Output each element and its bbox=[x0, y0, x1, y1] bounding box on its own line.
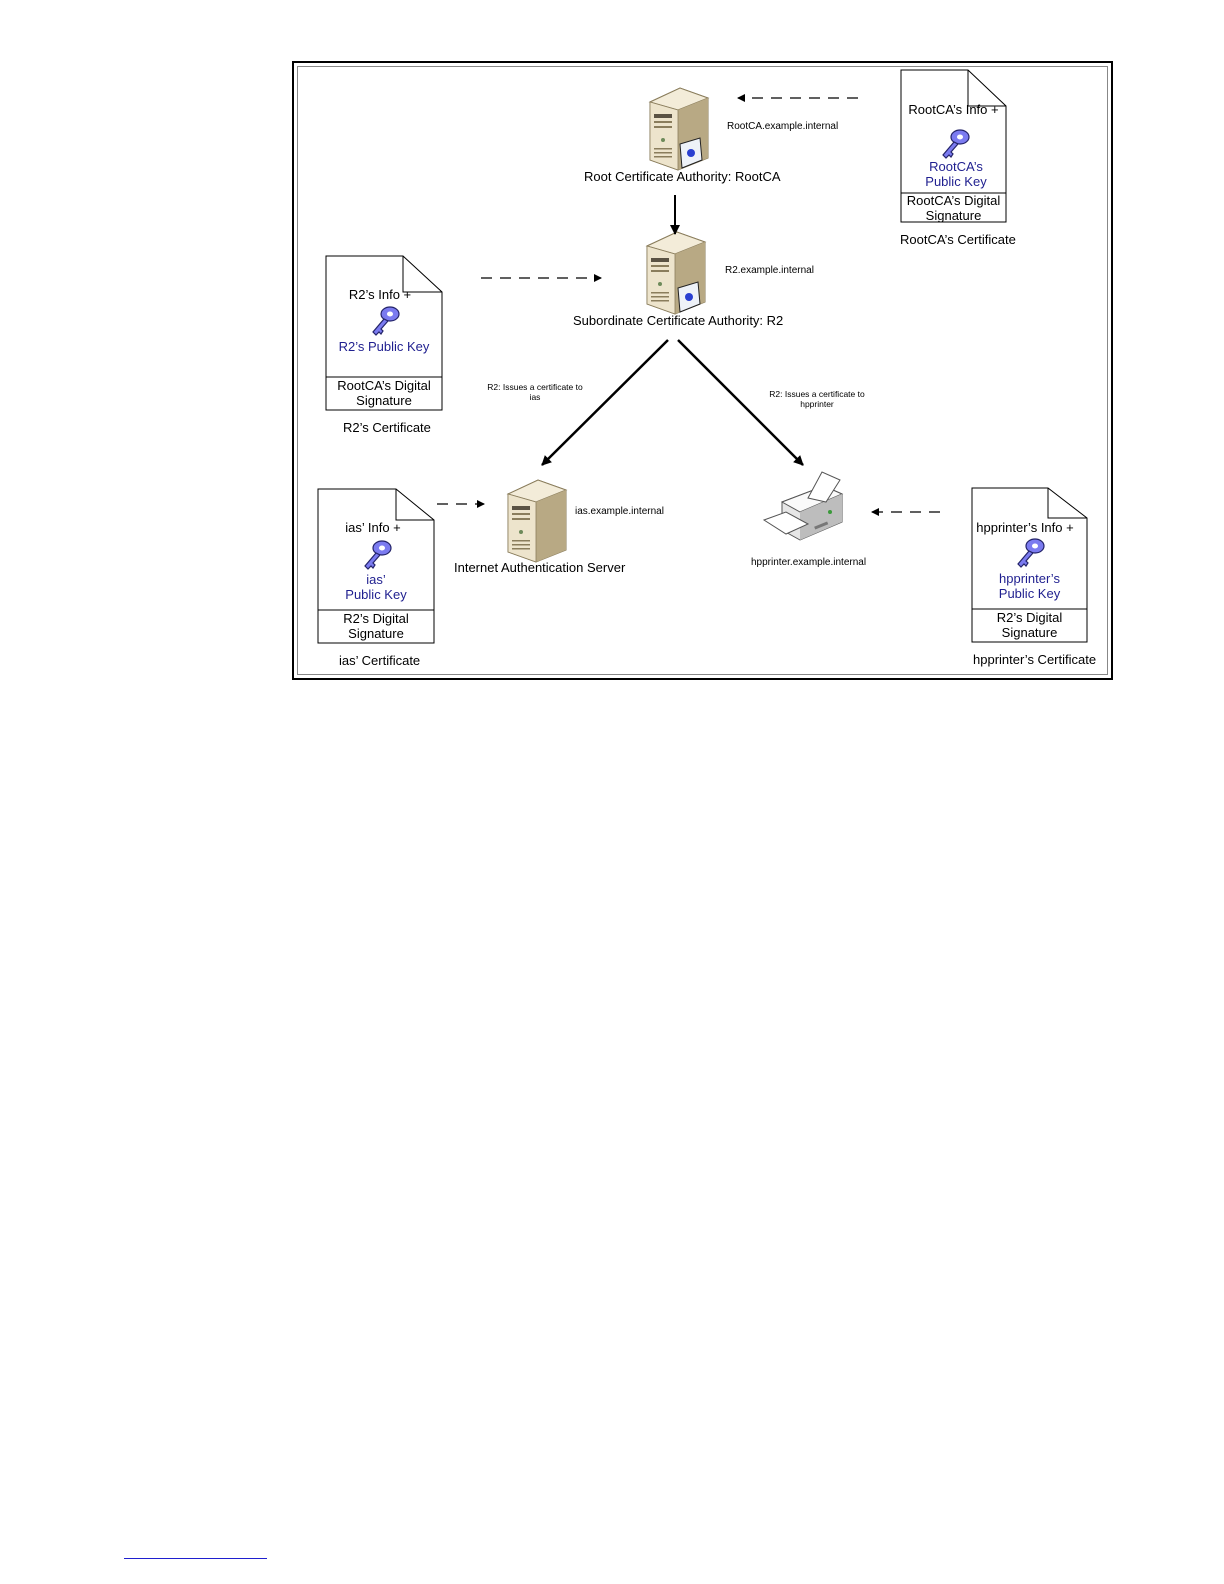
ias-cert-info: ias’ Info + bbox=[345, 520, 401, 535]
r2-certificate-document-icon bbox=[325, 255, 443, 411]
sub-to-printer-arrow bbox=[677, 339, 804, 466]
printer-cert-key-line2: Public Key bbox=[998, 586, 1061, 601]
sub-ca-hostname: R2.example.internal bbox=[725, 265, 814, 276]
printer-cert-sig-line1: R2’s Digital bbox=[996, 610, 1063, 625]
ias-caption: Internet Authentication Server bbox=[454, 560, 626, 575]
root-ca-cert-signature: RootCA’s Digital Signature bbox=[901, 193, 1006, 223]
sub-ca-caption: Subordinate Certificate Authority: R2 bbox=[573, 313, 784, 328]
printer-cert-sig-line2: Signature bbox=[1001, 625, 1058, 640]
printer-icon bbox=[763, 471, 843, 541]
root-ca-cert-key-line2: Public Key bbox=[925, 174, 987, 189]
r2-cert-signature: RootCA’s Digital Signature bbox=[326, 378, 442, 408]
ias-cert-key-line2: Public Key bbox=[345, 587, 407, 602]
root-ca-cert-key-label: RootCA’s Public Key bbox=[901, 159, 1011, 189]
printer-cert-info: hpprinter’s Info + bbox=[976, 520, 1074, 535]
r2-cert-key-label: R2’s Public Key bbox=[326, 339, 442, 354]
issue-printer-label-line1: R2: Issues a certificate to bbox=[769, 389, 865, 399]
printer-certificate-document-icon bbox=[971, 487, 1088, 643]
certificate-badge-icon bbox=[677, 281, 701, 313]
root-ca-server-icon bbox=[649, 87, 709, 171]
r2-cert-key-line1: R2’s Public Key bbox=[338, 339, 430, 354]
issue-printer-label-line2: hpprinter bbox=[800, 399, 834, 409]
ias-server-icon bbox=[507, 479, 567, 563]
ias-hostname: ias.example.internal bbox=[575, 506, 664, 517]
r2-cert-sig-line2: Signature bbox=[356, 393, 412, 408]
printer-cert-key-line1: hpprinter’s bbox=[999, 571, 1060, 586]
root-ca-hostname: RootCA.example.internal bbox=[727, 121, 839, 132]
issue-ias-label: R2: Issues a certificate to ias bbox=[475, 382, 595, 402]
issue-printer-label: R2: Issues a certificate to hpprinter bbox=[757, 389, 877, 409]
sub-ca-server-icon bbox=[646, 231, 706, 315]
printer-hostname: hpprinter.example.internal bbox=[751, 557, 867, 568]
printer-cert-key-label: hpprinter’s Public Key bbox=[972, 571, 1087, 601]
ias-cert-signature: R2’s Digital Signature bbox=[318, 611, 434, 641]
sub-to-ias-arrow bbox=[541, 339, 669, 466]
root-ca-cert-key-line1: RootCA’s bbox=[929, 159, 983, 174]
root-ca-cert-sig-line1: RootCA’s Digital bbox=[906, 193, 1001, 208]
root-ca-certificate-document-icon bbox=[900, 69, 1007, 223]
root-ca-cert-info: RootCA’s Info + bbox=[908, 102, 999, 117]
issue-ias-label-line2: ias bbox=[529, 392, 541, 402]
issue-ias-label-line1: R2: Issues a certificate to bbox=[487, 382, 583, 392]
r2-cert-caption: R2’s Certificate bbox=[343, 420, 431, 435]
r2-cert-info: R2’s Info + bbox=[348, 287, 412, 302]
ias-cert-caption: ias’ Certificate bbox=[339, 653, 421, 668]
ias-cert-key-line1: ias’ bbox=[366, 572, 386, 587]
printer-cert-caption: hpprinter’s Certificate bbox=[973, 652, 1097, 667]
root-ca-cert-sig-line2: Signature bbox=[925, 208, 982, 223]
ias-cert-key-label: ias’ Public Key bbox=[318, 572, 434, 602]
root-ca-cert-caption: RootCA’s Certificate bbox=[900, 232, 1016, 247]
printer-cert-signature: R2’s Digital Signature bbox=[972, 610, 1087, 640]
ias-cert-sig-line1: R2’s Digital bbox=[343, 611, 409, 626]
r2-cert-sig-line1: RootCA’s Digital bbox=[337, 378, 431, 393]
ias-cert-sig-line2: Signature bbox=[348, 626, 404, 641]
root-ca-caption: Root Certificate Authority: RootCA bbox=[584, 169, 781, 184]
ias-certificate-document-icon bbox=[317, 488, 435, 644]
certificate-badge-icon bbox=[679, 137, 703, 169]
footnote-separator bbox=[124, 1558, 267, 1559]
